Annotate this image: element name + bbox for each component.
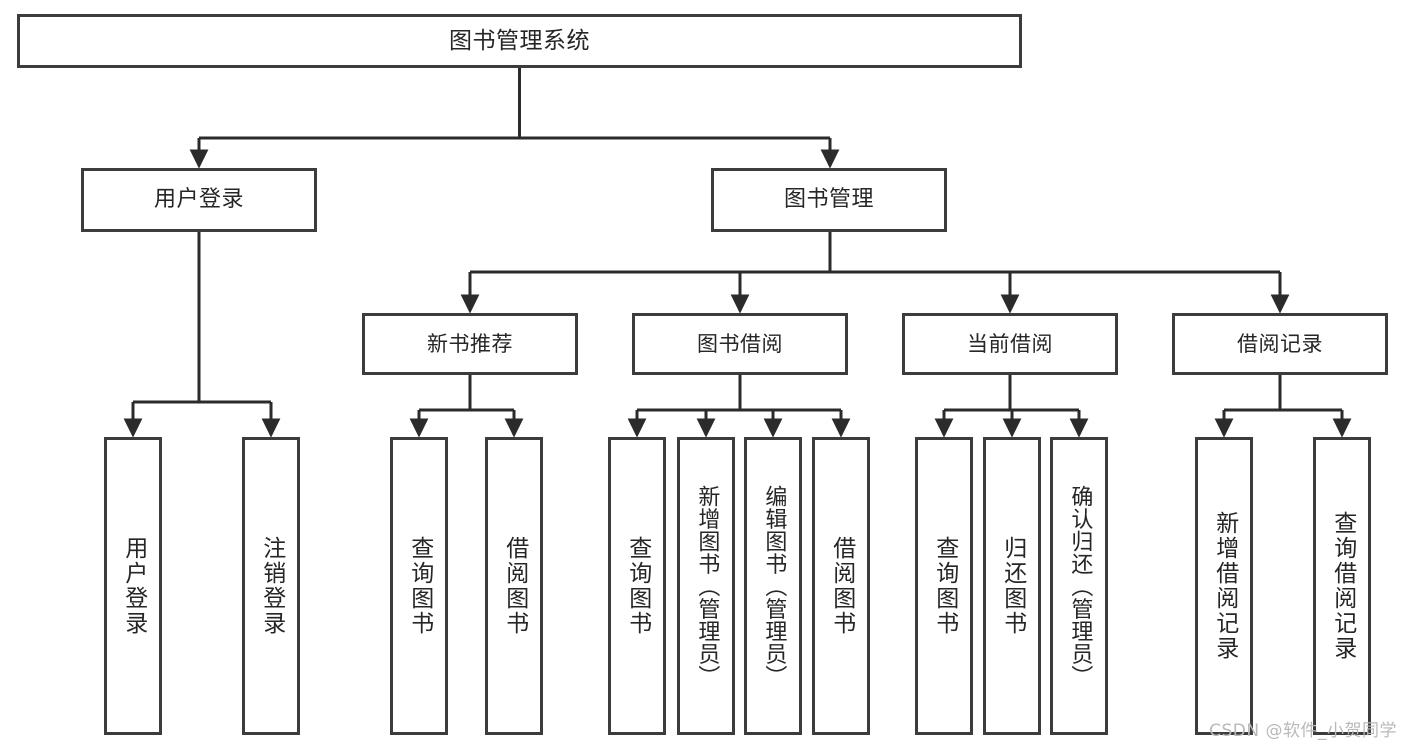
leaf-book-borrow-query[interactable]: 查询图书 — [608, 437, 666, 735]
node-label: 当前借阅 — [967, 331, 1053, 356]
node-label: 查询图书 — [406, 536, 433, 636]
leaf-borrow-record-query[interactable]: 查询借阅记录 — [1313, 437, 1371, 735]
node-current-borrow[interactable]: 当前借阅 — [902, 313, 1118, 375]
node-label: 借阅记录 — [1237, 331, 1323, 356]
node-label: 借阅图书 — [501, 536, 528, 636]
leaf-current-borrow-confirm-return[interactable]: 确认归还（管理员） — [1050, 437, 1108, 735]
node-label: 用户登录 — [120, 536, 147, 636]
node-label: 用户登录 — [153, 187, 244, 213]
leaf-user-login-logout[interactable]: 注销登录 — [242, 437, 300, 735]
node-new-book-recommend[interactable]: 新书推荐 — [362, 313, 578, 375]
leaf-book-borrow-borrow[interactable]: 借阅图书 — [812, 437, 870, 735]
leaf-new-book-query[interactable]: 查询图书 — [390, 437, 448, 735]
node-label: 归还图书 — [999, 536, 1026, 636]
leaf-book-borrow-add[interactable]: 新增图书（管理员） — [677, 437, 735, 735]
node-user-login[interactable]: 用户登录 — [81, 168, 317, 232]
node-label: 注销登录 — [258, 536, 285, 636]
leaf-current-borrow-query[interactable]: 查询图书 — [915, 437, 973, 735]
node-label: 确认归还（管理员） — [1067, 484, 1093, 688]
node-label: 编辑图书（管理员） — [761, 484, 787, 688]
node-label: 图书管理系统 — [449, 27, 590, 54]
leaf-current-borrow-return[interactable]: 归还图书 — [983, 437, 1041, 735]
watermark: CSDN @软件_小贺同学 — [1209, 721, 1397, 741]
leaf-new-book-borrow[interactable]: 借阅图书 — [485, 437, 543, 735]
node-label: 查询图书 — [931, 536, 958, 636]
node-label: 图书借阅 — [697, 331, 783, 356]
node-borrow-record[interactable]: 借阅记录 — [1172, 313, 1388, 375]
node-label: 图书管理 — [783, 187, 874, 213]
node-label: 新增借阅记录 — [1211, 511, 1238, 661]
node-label: 借阅图书 — [828, 536, 855, 636]
leaf-borrow-record-add[interactable]: 新增借阅记录 — [1195, 437, 1253, 735]
node-label: 新书推荐 — [427, 331, 513, 356]
node-label: 查询借阅记录 — [1329, 511, 1356, 661]
node-label: 新增图书（管理员） — [694, 484, 720, 688]
node-root-system[interactable]: 图书管理系统 — [17, 14, 1022, 68]
node-book-borrow[interactable]: 图书借阅 — [632, 313, 848, 375]
leaf-user-login-login[interactable]: 用户登录 — [104, 437, 162, 735]
node-book-management[interactable]: 图书管理 — [711, 168, 947, 232]
leaf-book-borrow-edit[interactable]: 编辑图书（管理员） — [744, 437, 802, 735]
node-label: 查询图书 — [624, 536, 651, 636]
